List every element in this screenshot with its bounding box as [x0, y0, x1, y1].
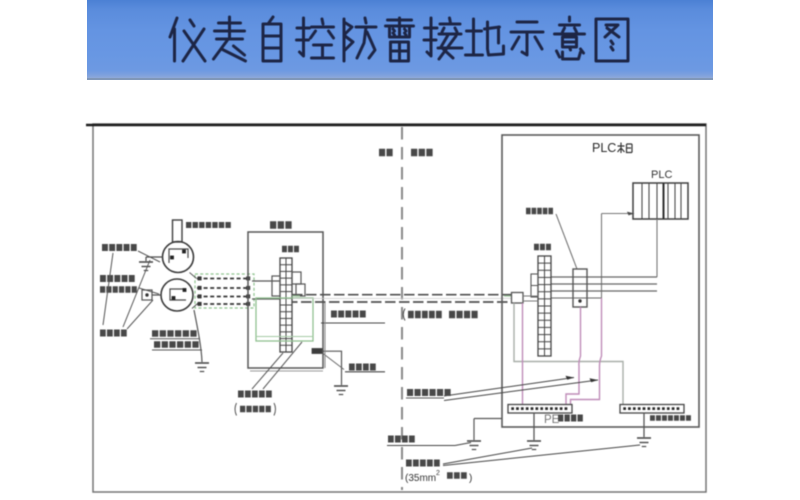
svg-text:PLC: PLC [651, 169, 672, 181]
svg-text:2: 2 [436, 470, 440, 477]
svg-text:(35mm: (35mm [405, 473, 436, 484]
svg-text:): ) [469, 473, 472, 484]
svg-text:PLC: PLC [592, 141, 616, 155]
svg-text:PE: PE [544, 414, 560, 426]
